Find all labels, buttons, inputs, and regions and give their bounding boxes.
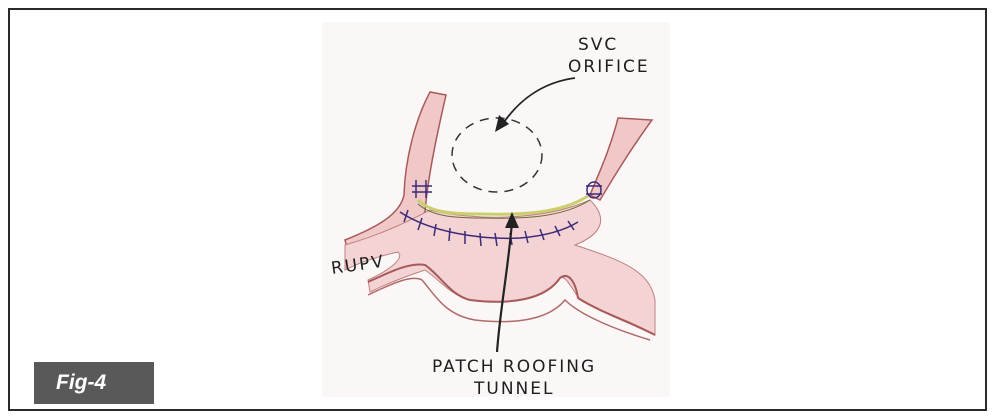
figure-label-badge: Fig-4 <box>34 362 154 404</box>
patch-label-line2: TUNNEL <box>473 379 554 399</box>
sketch-background <box>322 22 670 397</box>
svc-label-line1: SVC <box>578 35 618 55</box>
svc-label-line2: ORIFICE <box>568 57 650 77</box>
patch-label-line1: PATCH ROOFING <box>432 357 596 377</box>
